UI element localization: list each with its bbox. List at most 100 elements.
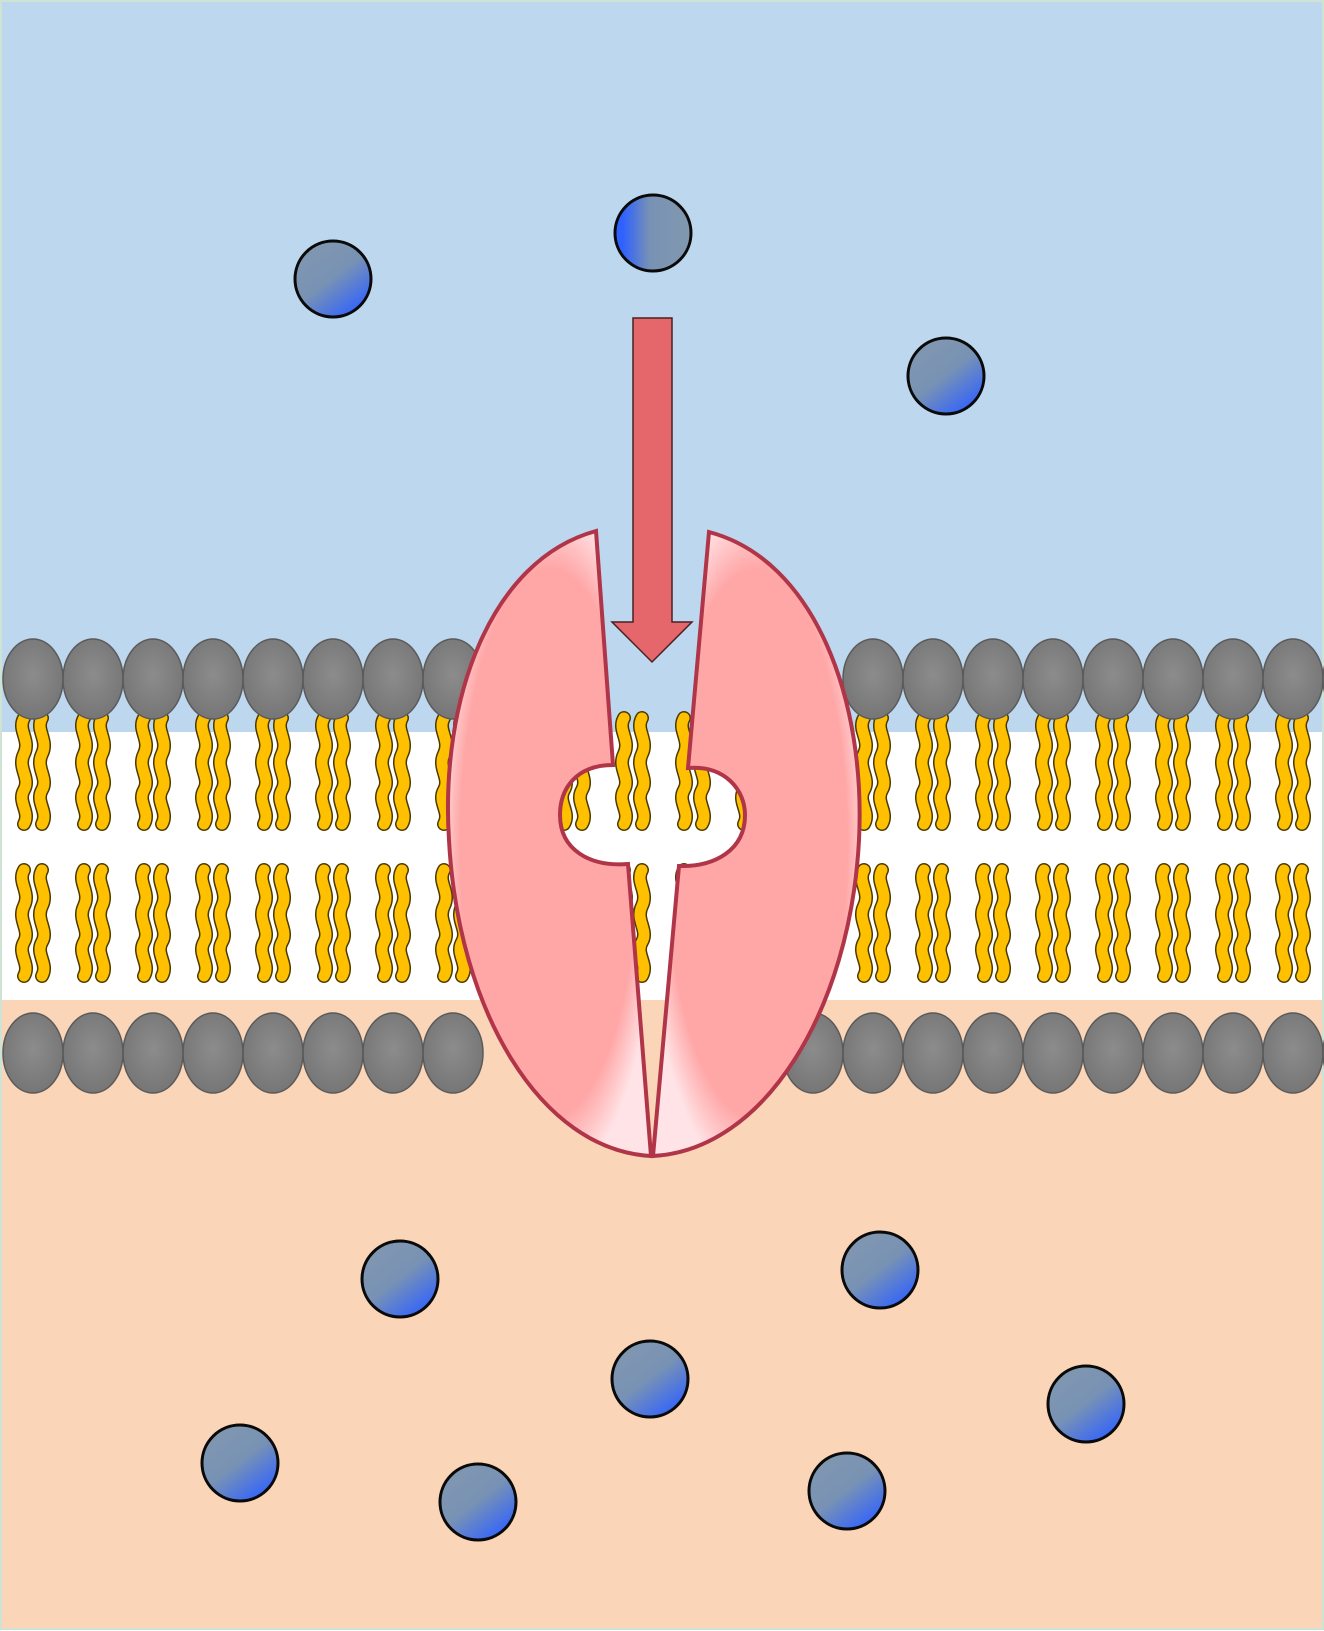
lipid-tail <box>322 870 326 976</box>
phospholipid-icon <box>902 638 964 720</box>
solute-particle-icon <box>438 1462 518 1542</box>
lipid-tail <box>382 718 386 824</box>
lipid-tail <box>1300 718 1304 824</box>
phospholipid-icon <box>242 1012 304 1094</box>
phospholipid-icon <box>182 638 244 720</box>
phospholipid-icon <box>1082 638 1144 720</box>
lipid-tail <box>1000 870 1004 976</box>
phospholipid-icon <box>182 1012 244 1094</box>
lipid-tail <box>1162 718 1166 824</box>
phospholipid-icon <box>62 638 124 720</box>
lipid-tail <box>40 718 44 824</box>
lipid-tail <box>922 870 926 976</box>
phospholipid-icon <box>422 1012 484 1094</box>
lipid-tail <box>382 870 386 976</box>
phospholipid-icon <box>1202 638 1264 720</box>
phospholipid-icon <box>2 638 64 720</box>
lipid-tail <box>1060 718 1064 824</box>
lipid-tail <box>1282 718 1286 824</box>
phospholipid-icon <box>962 1012 1024 1094</box>
lipid-tail <box>1162 870 1166 976</box>
phospholipid-icon <box>1022 638 1084 720</box>
lipid-tail <box>22 870 26 976</box>
solute-particle-icon <box>613 193 693 273</box>
phospholipid-heads-lower <box>2 1012 1324 1094</box>
lipid-tail <box>340 718 344 824</box>
lipid-tail <box>1240 718 1244 824</box>
lipid-tail <box>1060 870 1064 976</box>
lipid-tail <box>622 718 626 824</box>
lipid-tail <box>400 718 404 824</box>
solute-particle-icon <box>293 239 373 319</box>
solute-particles <box>200 193 1126 1542</box>
lipid-tail <box>142 718 146 824</box>
lipid-tail <box>262 870 266 976</box>
lipid-tail <box>82 870 86 976</box>
lipid-tail <box>1300 870 1304 976</box>
lipid-tail <box>22 718 26 824</box>
lipid-tail <box>442 718 446 824</box>
phospholipid-icon <box>1022 1012 1084 1094</box>
lipid-tail <box>1180 718 1184 824</box>
solute-particle-icon <box>610 1339 690 1419</box>
lipid-tail <box>220 718 224 824</box>
lipid-tail <box>1102 870 1106 976</box>
phospholipid-icon <box>1202 1012 1264 1094</box>
phospholipid-icon <box>362 638 424 720</box>
lipid-tail <box>280 870 284 976</box>
lipid-tail <box>862 870 866 976</box>
lipid-tail <box>220 870 224 976</box>
phospholipid-icon <box>122 638 184 720</box>
phospholipid-icon <box>962 638 1024 720</box>
lipid-tail <box>1240 870 1244 976</box>
lipid-tail <box>880 718 884 824</box>
phospholipid-icon <box>1142 638 1204 720</box>
lipid-tail <box>1120 718 1124 824</box>
lipid-tail <box>280 718 284 824</box>
lipid-tail <box>1102 718 1106 824</box>
phospholipid-icon <box>1262 1012 1324 1094</box>
lipid-tail <box>340 870 344 976</box>
lipid-tail <box>1180 870 1184 976</box>
lipid-tail <box>40 870 44 976</box>
solute-particle-icon <box>840 1230 920 1310</box>
lipid-tail <box>160 718 164 824</box>
lipid-tail <box>322 718 326 824</box>
lipid-tail <box>1222 870 1226 976</box>
lipid-tail <box>1222 718 1226 824</box>
lipid-tail <box>862 718 866 824</box>
lipid-tail <box>202 870 206 976</box>
lipid-tail <box>1000 718 1004 824</box>
solute-particle-icon <box>200 1423 280 1503</box>
lipid-tail <box>1042 718 1046 824</box>
solute-particle-icon <box>360 1239 440 1319</box>
lipid-tail <box>880 870 884 976</box>
lipid-tail <box>100 870 104 976</box>
lipid-tail <box>82 718 86 824</box>
channel-protein-left-half <box>446 528 654 1159</box>
lipid-tail <box>940 718 944 824</box>
lipid-tail <box>100 718 104 824</box>
phospholipid-icon <box>302 1012 364 1094</box>
phospholipid-icon <box>242 638 304 720</box>
solute-particle-icon <box>906 336 986 416</box>
channel-protein-right-half <box>650 529 862 1159</box>
lipid-tail <box>202 718 206 824</box>
phospholipid-icon <box>1082 1012 1144 1094</box>
lipid-tail <box>1120 870 1124 976</box>
phospholipid-icon <box>302 638 364 720</box>
phospholipid-icon <box>122 1012 184 1094</box>
phospholipid-icon <box>362 1012 424 1094</box>
phospholipid-heads-upper <box>2 638 1324 720</box>
lipid-tail <box>640 718 644 824</box>
phospholipid-icon <box>62 1012 124 1094</box>
lipid-tail <box>1282 870 1286 976</box>
lipid-tail <box>262 718 266 824</box>
solute-particle-icon <box>807 1451 887 1531</box>
lipid-tail <box>940 870 944 976</box>
phospholipid-icon <box>1262 638 1324 720</box>
transport-arrow-icon <box>610 317 694 664</box>
lipid-tail <box>400 870 404 976</box>
